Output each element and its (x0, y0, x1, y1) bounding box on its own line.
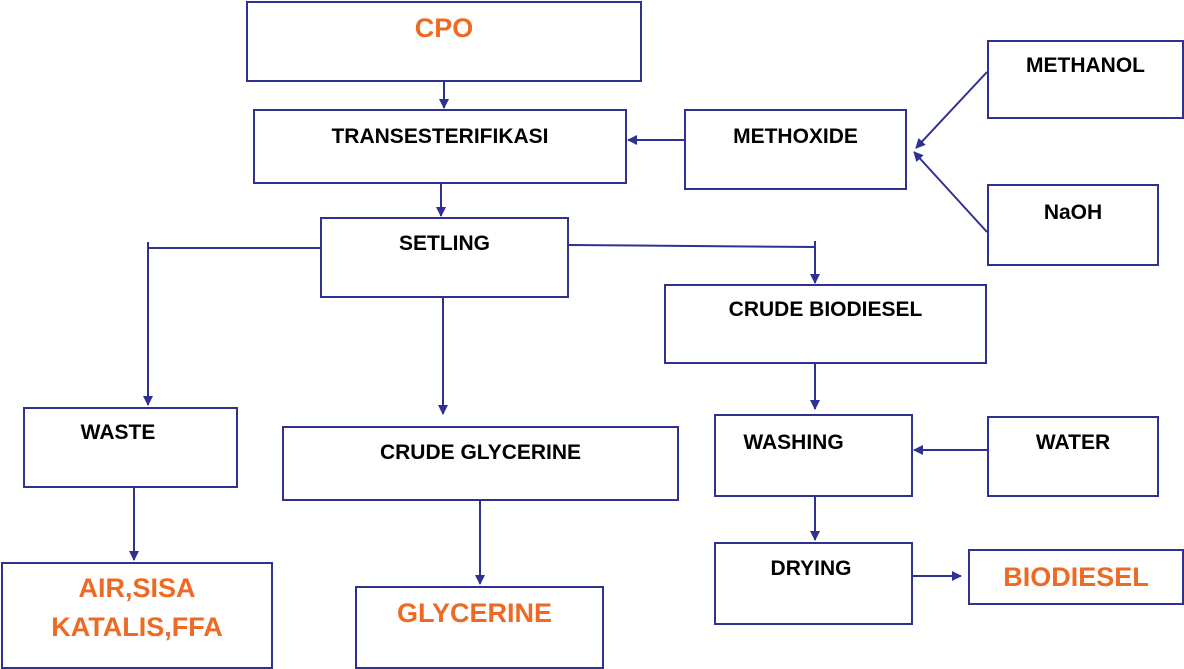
node-drying-label: DRYING (770, 557, 852, 580)
node-washing-label: WASHING (743, 431, 844, 454)
node-washing: WASHING (714, 414, 913, 497)
node-waste-label: WASTE (80, 421, 156, 444)
node-crude-glycerine: CRUDE GLYCERINE (282, 426, 679, 501)
node-transesterifikasi-label: TRANSESTERIFIKASI (331, 125, 549, 148)
arrow-setling-to-waste (143, 247, 320, 406)
node-drying: DRYING (714, 542, 913, 625)
node-naoh-label: NaOH (1043, 201, 1103, 224)
node-cpo: CPO (246, 1, 642, 82)
node-water: WATER (987, 416, 1159, 497)
arrow-naoh-to-methoxide (913, 151, 988, 233)
node-biodiesel-label: BIODIESEL (1003, 562, 1149, 592)
node-setling: SETLING (320, 217, 569, 298)
node-transesterifikasi: TRANSESTERIFIKASI (253, 109, 627, 184)
node-methoxide: METHOXIDE (684, 109, 907, 190)
node-crude-glycerine-label: CRUDE GLYCERINE (379, 441, 582, 464)
node-glycerine: GLYCERINE (355, 586, 604, 669)
node-setling-label: SETLING (398, 232, 490, 255)
node-methanol-label: METHANOL (1026, 54, 1145, 77)
node-residue-label-line1: AIR,SISA (78, 573, 196, 603)
node-biodiesel: BIODIESEL (968, 549, 1184, 605)
node-crude-biodiesel: CRUDE BIODIESEL (664, 284, 987, 364)
node-cpo-label: CPO (414, 13, 474, 43)
node-residue-label-line2: KATALIS,FFA (51, 612, 223, 642)
node-crude-biodiesel-label: CRUDE BIODIESEL (728, 298, 923, 321)
arrow-setling-to-crude-biodiesel (568, 244, 820, 284)
node-naoh: NaOH (987, 184, 1159, 266)
node-glycerine-label: GLYCERINE (396, 598, 553, 628)
node-methoxide-label: METHOXIDE (733, 125, 858, 148)
node-residue: AIR,SISA KATALIS,FFA (1, 562, 273, 669)
node-water-label: WATER (1035, 431, 1111, 454)
arrow-methanol-to-methoxide (915, 71, 988, 149)
node-waste: WASTE (23, 407, 238, 488)
node-methanol: METHANOL (987, 40, 1184, 119)
